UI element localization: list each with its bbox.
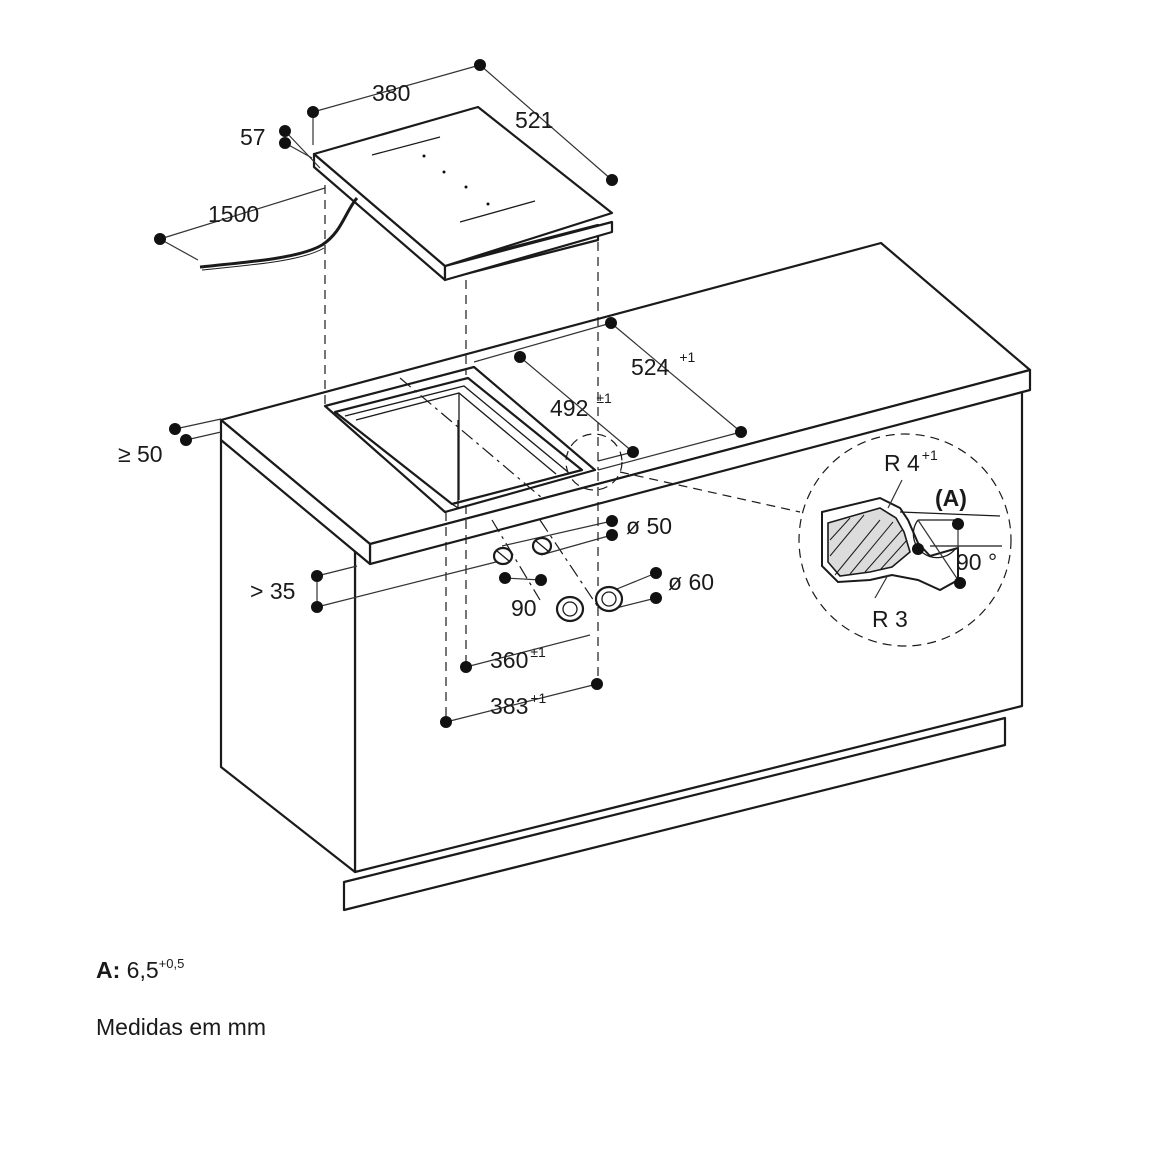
- label-radius-bottom: R 3: [872, 606, 908, 632]
- label-hob-width: 380: [372, 80, 410, 106]
- power-cable: [199, 197, 359, 269]
- detail-callout: [565, 433, 1012, 647]
- outer-width-value: 383: [490, 693, 528, 719]
- cutout-width-value: 492: [550, 395, 588, 421]
- label-detail-angle: 90 °: [956, 549, 997, 575]
- vent-hole-large-left: [555, 595, 585, 623]
- cutout-depth-tol: +1: [679, 349, 695, 365]
- label-cutout-depth: 524 +1: [631, 349, 696, 380]
- radius-top-value: R 4: [884, 450, 920, 476]
- inner-width-value: 360: [490, 647, 528, 673]
- label-radius-top: R 4+1: [884, 447, 938, 476]
- cutout: [323, 365, 597, 514]
- hob-front-right: [443, 220, 614, 282]
- label-outer-width: 383+1: [490, 690, 547, 719]
- detail-magnifier: [798, 433, 1012, 647]
- label-min-depth: > 35: [250, 578, 295, 604]
- label-detail-a: (A): [935, 485, 967, 511]
- dimension-lines: [159, 64, 742, 723]
- hob-glass: [312, 105, 614, 268]
- note-units: Medidas em mm: [96, 1014, 266, 1040]
- vent-hole-large-right: [594, 585, 624, 613]
- label-cutout-width: 492 ±1: [550, 390, 612, 421]
- detail-source-circle: [565, 433, 623, 491]
- inner-width-tol: ±1: [530, 644, 546, 660]
- dimension-labels: 380 521 57 1500 524 +1 492 ±1 ≥ 50 ø 50 ø …: [118, 80, 997, 719]
- radius-top-tol: +1: [922, 447, 938, 463]
- note-a-key: A:: [96, 957, 121, 983]
- note-a-tolerance: +0,5: [158, 956, 185, 971]
- note-dimension-a: A: 6,5+0,5: [96, 956, 184, 984]
- label-hob-height: 57: [240, 124, 266, 150]
- label-vent-small: ø 50: [626, 513, 672, 539]
- label-vent-spacing: 90: [511, 595, 537, 621]
- outer-width-tol: +1: [530, 690, 546, 706]
- label-hob-depth: 521: [515, 107, 553, 133]
- note-a-value: 6,5: [126, 957, 159, 983]
- label-vent-large: ø 60: [668, 569, 714, 595]
- cutout-depth-value: 524: [631, 354, 670, 380]
- dimension-dots: [154, 59, 966, 728]
- hob: [199, 105, 614, 282]
- worktop-side-edge: [219, 418, 372, 566]
- label-min-front: ≥ 50: [118, 441, 163, 467]
- label-cable-length: 1500: [208, 201, 259, 227]
- cutout-width-tol: ±1: [596, 390, 612, 406]
- label-inner-width: 360±1: [490, 644, 546, 673]
- cabinet-plinth: [342, 716, 1007, 912]
- ventilation-holes: [492, 536, 624, 623]
- projection-lines: [324, 185, 601, 722]
